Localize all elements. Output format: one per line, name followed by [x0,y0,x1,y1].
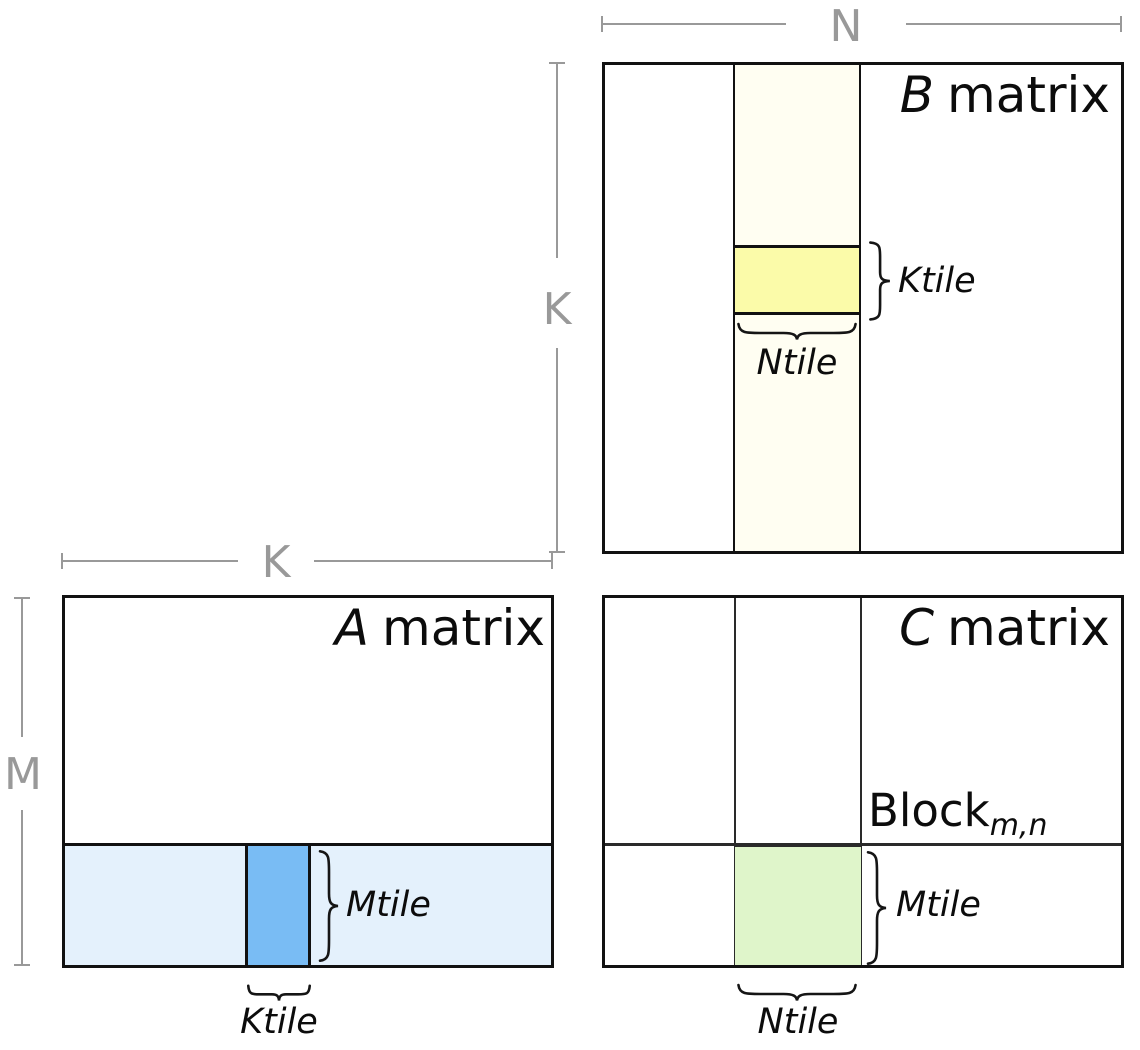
a-matrix-box [62,595,554,968]
k-dimension-b-line-top [556,63,558,258]
c-block-label-subscript: m,n [989,808,1048,843]
a-ktile-underbrace [247,982,311,1001]
b-matrix-title-word: matrix [947,66,1110,124]
k-dimension-b-label: K [542,284,572,335]
c-matrix-box [602,595,1124,968]
k-dimension-b-cap-bottom [549,551,565,553]
c-mtile-label: Mtile [896,885,981,925]
a-matrix-ktile-block [245,843,311,968]
b-matrix-title-letter: B [899,66,934,124]
c-mtile-brace [864,850,888,966]
k-dimension-a-line-right [314,560,552,562]
m-dimension-cap-top [14,597,30,599]
n-dimension-line-left [602,23,786,25]
m-dimension-line-top [21,598,23,737]
a-matrix-title-word: matrix [382,599,545,657]
m-dimension-label: M [4,749,42,800]
c-ntile-label: Ntile [757,1002,839,1042]
b-ktile-brace [866,241,892,321]
k-dimension-a-cap-right [551,553,553,569]
k-dimension-a-cap-left [61,553,63,569]
k-dimension-b-line-bottom [556,348,558,552]
b-matrix-box [602,62,1124,554]
b-ntile-label: Ntile [756,343,838,383]
c-block-label: Blockm,n [868,788,1048,841]
a-matrix-title-letter: A [334,599,369,657]
c-matrix-title-letter: C [899,599,934,657]
k-dimension-a-line-left [62,560,238,562]
n-dimension-label: N [829,1,863,52]
a-mtile-label: Mtile [346,885,431,925]
n-dimension-cap-left [601,16,603,32]
b-ntile-underbrace [736,320,858,340]
c-matrix-grid-hline [602,843,1124,846]
a-mtile-brace [316,849,340,963]
b-matrix-ktile-block [733,245,861,315]
k-dimension-a-label: K [261,537,291,588]
c-ntile-underbrace [736,981,858,1001]
c-matrix-grid-vline-right [860,595,862,845]
k-dimension-b-cap-top [549,62,565,64]
b-ktile-label: Ktile [898,261,976,301]
m-dimension-cap-bottom [14,964,30,966]
m-dimension-line-bottom [21,810,23,965]
c-matrix-title-word: matrix [947,599,1110,657]
c-block-label-base: Block [868,784,990,837]
a-ktile-label: Ktile [240,1002,318,1042]
n-dimension-cap-right [1120,16,1122,32]
n-dimension-line-right [906,23,1122,25]
c-matrix-grid-vline-left [734,595,736,845]
